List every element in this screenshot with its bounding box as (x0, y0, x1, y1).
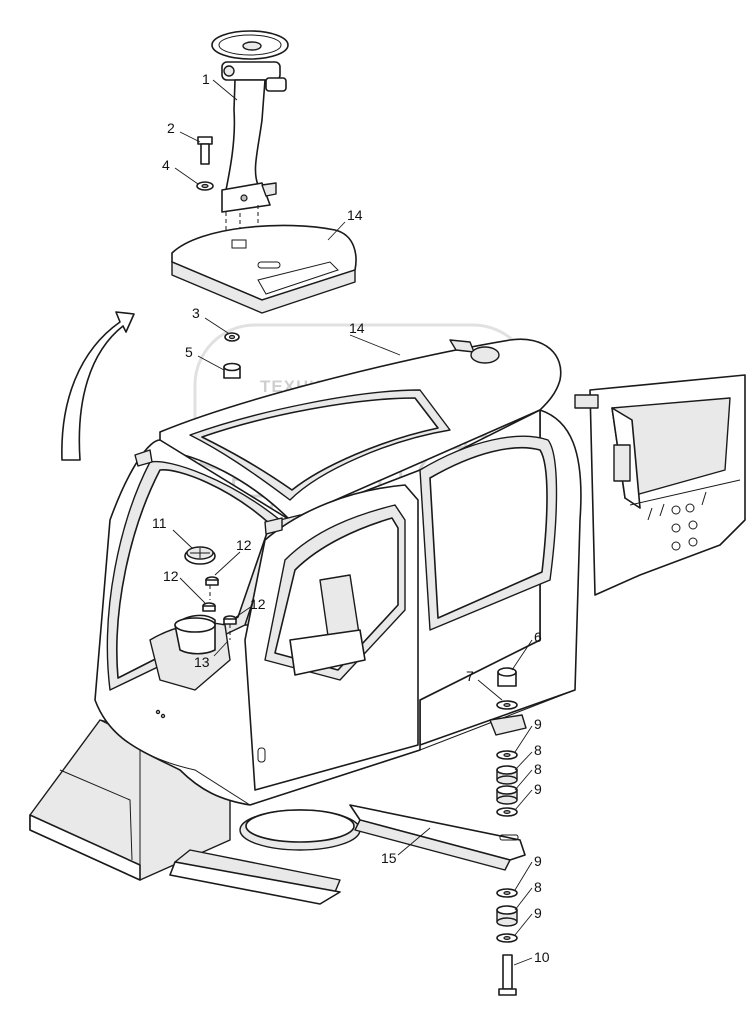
callout-14-roof: 14 (349, 320, 365, 336)
callout-15: 15 (381, 850, 397, 866)
washer-part-3 (224, 332, 240, 342)
callout-4: 4 (162, 157, 170, 173)
washer-part-4 (196, 181, 214, 191)
callout-12-c: 12 (250, 596, 266, 612)
callout-9-b: 9 (534, 781, 542, 797)
callout-labels: 1 2 4 14 3 5 14 11 12 12 12 13 6 7 9 8 8… (152, 71, 550, 965)
callout-8-c: 8 (534, 879, 542, 895)
nut-part-5 (223, 362, 241, 379)
callout-10: 10 (534, 949, 550, 965)
callout-11: 11 (152, 515, 167, 531)
callout-7: 7 (466, 668, 474, 684)
callout-13: 13 (194, 654, 210, 670)
nut-part-12c (223, 615, 237, 625)
callout-9-c: 9 (534, 853, 542, 869)
callout-9-a: 9 (534, 716, 542, 732)
callout-8-a: 8 (534, 742, 542, 758)
nut-part-12a (205, 576, 219, 586)
cover-plate (171, 224, 357, 314)
callout-1: 1 (202, 71, 210, 87)
callout-5: 5 (185, 344, 193, 360)
callout-9-d: 9 (534, 905, 542, 921)
callout-14-cover: 14 (347, 207, 363, 223)
assembly-line-12 (209, 585, 231, 640)
callout-3: 3 (192, 305, 200, 321)
cap-part-11 (184, 546, 216, 565)
steering-column (211, 30, 289, 252)
callout-12-b: 12 (163, 568, 179, 584)
cab (94, 338, 599, 806)
bolt-part-2 (197, 136, 213, 165)
rotation-arrow (61, 311, 135, 461)
leader-lines (172, 79, 533, 966)
callout-8-b: 8 (534, 761, 542, 777)
callout-12-a: 12 (236, 537, 252, 553)
nut-part-12b (202, 602, 216, 612)
mount-stack (489, 667, 527, 996)
machine-frame (589, 374, 746, 596)
callout-6: 6 (534, 629, 542, 645)
callout-2: 2 (167, 120, 175, 136)
support-rail-part-15 (349, 804, 526, 871)
